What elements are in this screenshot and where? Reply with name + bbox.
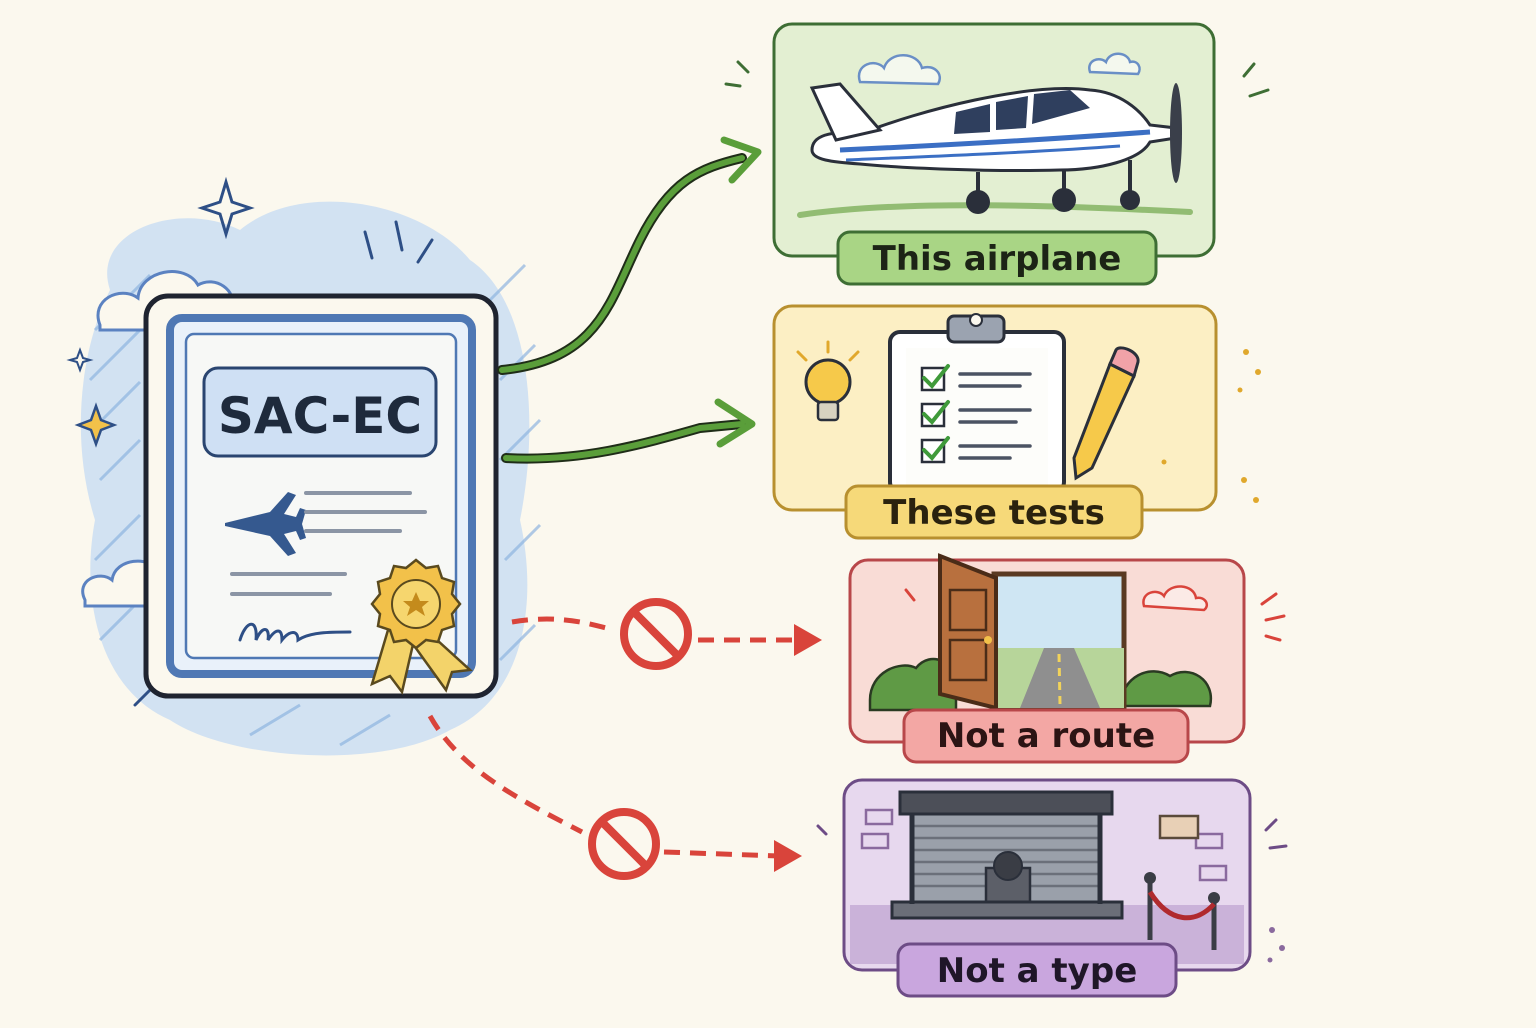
panel-label-route: Not a route xyxy=(937,716,1155,756)
closed-shutter-counter-illustration xyxy=(890,790,1124,920)
certificate-text-lines xyxy=(230,491,427,596)
clipboard-checklist-icon xyxy=(888,313,1066,494)
panel-type: Not a type xyxy=(816,778,1288,998)
pencil-icon xyxy=(1072,346,1140,481)
emphasis-strokes xyxy=(816,818,1288,850)
cloud-icon xyxy=(857,54,941,86)
emphasis-strokes xyxy=(724,60,1270,98)
arrow-to-airplane xyxy=(497,136,762,375)
sparkle-icon xyxy=(197,176,255,240)
certificate-title: SAC-EC xyxy=(218,387,422,445)
no-entry-icon xyxy=(620,598,692,670)
panel-label-type: Not a type xyxy=(937,951,1138,991)
wall-sign-icon xyxy=(1158,814,1200,840)
panel-tests: These tests xyxy=(772,304,1261,540)
panel-airplane: This airplane xyxy=(724,22,1270,286)
airplane-illustration xyxy=(809,82,1182,214)
panel-label-tests: These tests xyxy=(883,493,1105,533)
no-entry-icon xyxy=(588,808,660,880)
sparkle-icon xyxy=(66,347,94,373)
certificate-document: SAC-EC xyxy=(143,293,499,699)
emphasis-strokes xyxy=(904,588,1286,642)
decorative-dots xyxy=(1267,927,1285,963)
award-seal-icon xyxy=(370,558,473,695)
open-door-illustration xyxy=(938,553,1127,711)
panel-label-airplane: This airplane xyxy=(873,239,1122,279)
signature-scribble xyxy=(238,622,352,645)
cloud-icon xyxy=(1088,52,1141,76)
brick-wall-marks xyxy=(860,808,1228,882)
lightbulb-icon xyxy=(796,340,860,422)
decorative-dots xyxy=(1161,349,1261,503)
emphasis-strokes xyxy=(133,220,434,707)
sparkle-icon xyxy=(74,402,118,448)
panel-route: Not a route xyxy=(848,553,1286,764)
rope-barrier-icon xyxy=(1144,872,1220,950)
arrow-to-route-blocked xyxy=(511,598,822,670)
arrow-to-type-blocked xyxy=(427,714,802,880)
arrow-to-tests xyxy=(501,398,756,464)
cloud-icon xyxy=(1142,585,1208,612)
airplane-icon xyxy=(225,492,306,556)
